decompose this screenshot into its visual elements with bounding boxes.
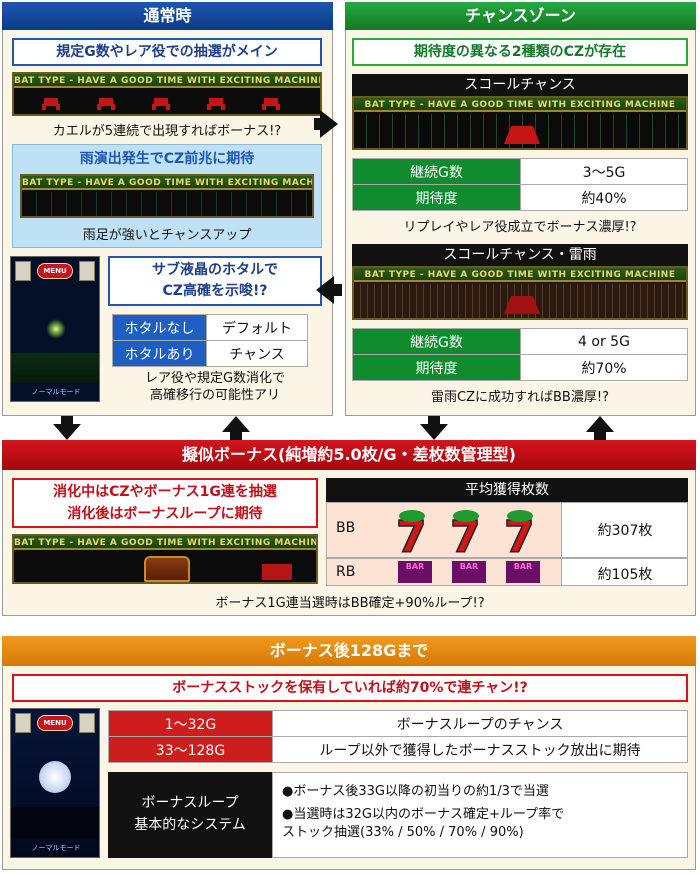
phone-mode-label: ノーマルモード — [31, 388, 81, 396]
cz2-value: 4 or 5G — [520, 328, 688, 355]
bonus-header: 擬似ボーナス(純増約5.0枚/G・差枚数管理型) — [2, 440, 696, 470]
cz2-label: 継続G数 — [352, 328, 521, 355]
arrow-left-icon — [316, 276, 334, 304]
hotaru-value: チャンス — [206, 340, 308, 367]
chance-header: チャンスゾーン — [345, 2, 696, 30]
cz1-sprite — [504, 126, 540, 144]
rain-streaks — [22, 192, 312, 216]
after-box: ボーナスストックを保有していれば約70%で連チャン!? — [12, 674, 688, 702]
cz1-value: 約40% — [520, 184, 688, 211]
bb-value: 約307枚 — [597, 523, 653, 539]
after-desc: ループ以外で獲得したボーナスストック放出に期待 — [272, 736, 688, 763]
cz1-lcd: BAT TYPE - HAVE A GOOD TIME WITH EXCITIN… — [352, 96, 688, 150]
bar-symbol: BAR — [398, 561, 432, 583]
menu-button: MENU — [37, 263, 73, 279]
normal-caption1: カエルが5連続で出現すればボーナス!? — [52, 124, 282, 139]
rain-lcd: BAT TYPE - HAVE A GOOD TIME WITH EXCITIN… — [20, 174, 314, 218]
bb-label: BB — [336, 520, 356, 536]
forest-silhouette — [11, 807, 99, 839]
arrow-up-icon — [586, 416, 614, 432]
treasure-chest-icon — [144, 556, 190, 582]
bar-symbols: BAR BAR BAR — [396, 561, 546, 583]
rb-value: 約105枚 — [597, 567, 653, 583]
bonus-caption: ボーナス1G連当選時はBB確定+90%ループ!? — [215, 596, 485, 611]
arrow-right-icon — [320, 110, 338, 138]
forest-silhouette — [11, 353, 99, 383]
after-header: ボーナス後128Gまで — [2, 636, 696, 666]
arrow-down-icon — [420, 424, 448, 440]
table-row: 期待度 約70% — [352, 354, 688, 381]
sub-lcd-hotaru: MENU ノーマルモード — [10, 256, 100, 402]
hotaru-label: ホタルなし — [112, 314, 207, 341]
normal-header: 通常時 — [2, 2, 333, 30]
frog-lcd: BAT TYPE - HAVE A GOOD TIME WITH EXCITIN… — [12, 72, 322, 116]
after-desc: ボーナスループのチャンス — [272, 710, 688, 737]
cz1-label: 継続G数 — [352, 158, 521, 185]
cz1-title: スコールチャンス — [352, 74, 688, 96]
table-row: 33〜128G ループ以外で獲得したボーナスストック放出に期待 — [108, 736, 688, 763]
sub-lcd-right-button — [79, 713, 95, 733]
table-row: ホタルあり チャンス — [112, 340, 308, 367]
phone-mode-label: ノーマルモード — [31, 844, 81, 852]
bar-symbol: BAR — [452, 561, 486, 583]
sub-lcd-left-button — [15, 261, 31, 281]
cz1-label: 期待度 — [352, 184, 521, 211]
cz2-caption: 雷雨CZに成功すればBB濃厚!? — [431, 390, 609, 405]
cz2-label: 期待度 — [352, 354, 521, 381]
after-range: 1〜32G — [108, 710, 273, 737]
arrow-right-shaft — [314, 118, 322, 130]
hotaru-value: デフォルト — [206, 314, 308, 341]
sub-lcd-left-button — [15, 713, 31, 733]
lcd-banner: BAT TYPE - HAVE A GOOD TIME WITH EXCITIN… — [14, 76, 322, 86]
cz1-caption: リプレイやレア役成立でボーナス濃厚!? — [403, 220, 637, 235]
system-item-2: ●当選時は32G以内のボーナス確定+ループ率で ストック抽選(33% / 50%… — [282, 807, 565, 840]
hotaru-table: ホタルなし デフォルト ホタルあり チャンス — [112, 314, 308, 367]
rb-label: RB — [336, 564, 356, 580]
arrow-up-icon — [222, 416, 250, 432]
normal-box1: 規定G数やレア役での抽選がメイン — [12, 38, 322, 66]
frog-sprites — [34, 94, 304, 112]
bonus-box: 消化中はCZやボーナス1G連を抽選 消化後はボーナスループに期待 — [12, 478, 318, 528]
after-range: 33〜128G — [108, 736, 273, 763]
normal-caption3: レア役や規定G数消化で 高確移行の可能性アリ — [144, 371, 286, 403]
moon-icon — [39, 761, 71, 793]
arrow-up-shaft — [594, 430, 606, 440]
arrow-down-shaft — [61, 416, 73, 426]
sub-lcd-moon: MENU ノーマルモード — [10, 708, 100, 858]
bar-symbol: BAR — [506, 561, 540, 583]
system-label: ボーナスループ 基本的なシステム — [108, 772, 272, 858]
table-row: 1〜32G ボーナスループのチャンス — [108, 710, 688, 737]
cz1-value: 3〜5G — [520, 158, 688, 185]
table-row: 期待度 約40% — [352, 184, 688, 211]
hotaru-box: サブ液晶のホタルで CZ高確を示唆!? — [108, 256, 322, 306]
system-box — [272, 772, 688, 858]
cz2-title: スコールチャンス・雷雨 — [352, 244, 688, 266]
hotaru-label: ホタルあり — [112, 340, 207, 367]
arrow-left-shaft — [332, 284, 342, 296]
table-row: 継続G数 4 or 5G — [352, 328, 688, 355]
table-row: ホタルなし デフォルト — [112, 314, 308, 341]
table-row: 継続G数 3〜5G — [352, 158, 688, 185]
arrow-down-icon — [53, 424, 81, 440]
arrow-up-shaft — [230, 430, 242, 440]
cz2-table: 継続G数 4 or 5G 期待度 約70% — [352, 328, 688, 381]
after-table: 1〜32G ボーナスループのチャンス 33〜128G ループ以外で獲得したボーナ… — [108, 710, 688, 763]
sub-lcd-right-button — [79, 261, 95, 281]
arrow-down-shaft — [428, 416, 440, 426]
normal-caption2: 雨足が強いとチャンスアップ — [82, 228, 252, 243]
cz1-table: 継続G数 3〜5G 期待度 約40% — [352, 158, 688, 211]
cz2-value: 約70% — [520, 354, 688, 381]
avg-header: 平均獲得枚数 — [326, 478, 688, 502]
menu-button: MENU — [37, 715, 73, 731]
treasure-lcd: BAT TYPE - HAVE A GOOD TIME WITH EXCITIN… — [12, 534, 318, 584]
red-block-sprite — [262, 564, 292, 580]
system-item-1: ●ボーナス後33G以降の初当りの約1/3で当選 — [282, 784, 549, 799]
chance-box1: 期待度の異なる2種類のCZが存在 — [352, 38, 688, 66]
cz2-lcd: BAT TYPE - HAVE A GOOD TIME WITH EXCITIN… — [352, 266, 688, 320]
cz2-sprite — [504, 296, 540, 314]
rain-title: 雨演出発生でCZ前兆に期待 — [79, 151, 255, 167]
firefly-glow — [46, 319, 66, 339]
